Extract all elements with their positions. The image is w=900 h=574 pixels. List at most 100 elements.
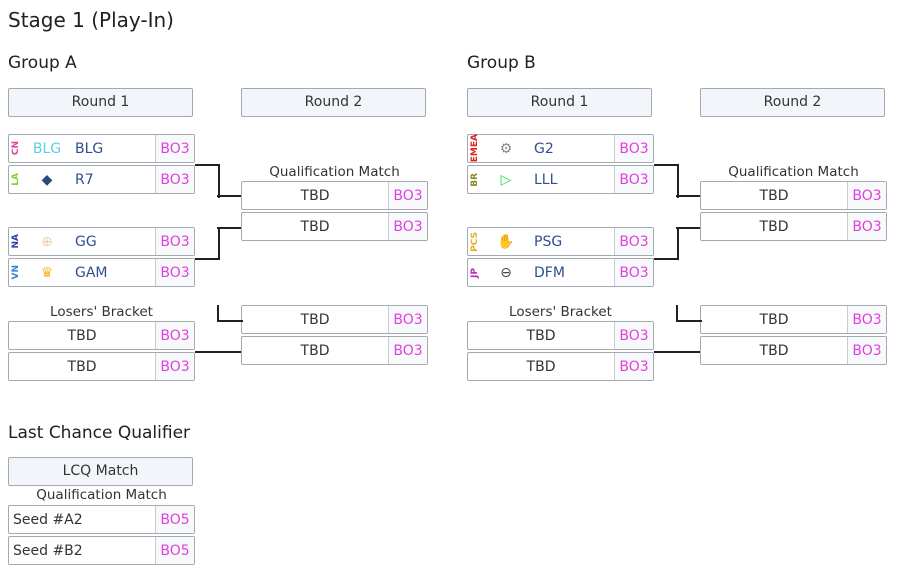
lcq-title: Last Chance Qualifier: [8, 423, 191, 443]
best-of: BO3: [155, 166, 194, 193]
tbd-slot[interactable]: TBD BO3: [8, 321, 195, 350]
region-tag: NA: [11, 234, 21, 249]
team-logo-icon: ⚙: [499, 140, 513, 157]
team-name: TBD: [300, 311, 330, 328]
team-logo-icon: ▷: [500, 171, 512, 188]
page-title: Stage 1 (Play-In): [8, 8, 174, 32]
team-name: TBD: [526, 358, 556, 375]
group_a-round1-header: Round 1: [8, 88, 193, 117]
team-name: TBD: [759, 218, 789, 235]
group_b-round2-header: Round 2: [700, 88, 885, 117]
group_a-round2-header: Round 2: [241, 88, 426, 117]
group_b-title: Group B: [467, 53, 536, 73]
bracket-connector: [195, 164, 220, 198]
group_b-qualification-match: TBD BO3 TBD BO3: [700, 181, 887, 243]
group_a-qualification-match: TBD BO3 TBD BO3: [241, 181, 428, 243]
tbd-slot[interactable]: TBD BO3: [241, 305, 428, 334]
team-name[interactable]: LLL: [534, 171, 558, 188]
best-of: BO3: [155, 135, 194, 162]
tbd-slot[interactable]: TBD BO3: [241, 212, 428, 241]
region-tag: JP: [470, 267, 480, 278]
team-name: TBD: [759, 342, 789, 359]
group_a-losers-label: Losers' Bracket: [50, 304, 153, 320]
best-of: BO3: [388, 306, 427, 333]
region-tag: EMEA: [470, 134, 480, 163]
bracket-connector: [195, 351, 241, 353]
best-of: BO3: [388, 182, 427, 209]
team-name: TBD: [300, 342, 330, 359]
lcq-match: Seed #A2 BO5 Seed #B2 BO5: [8, 505, 195, 567]
region-tag: LA: [11, 173, 21, 186]
best-of: BO3: [614, 259, 653, 286]
team-name[interactable]: PSG: [534, 233, 563, 250]
team-name[interactable]: BLG: [75, 140, 104, 157]
tbd-slot[interactable]: TBD BO3: [467, 321, 654, 350]
best-of: BO3: [155, 353, 194, 380]
group_b-round1-header: Round 1: [467, 88, 652, 117]
region-tag: VN: [11, 265, 21, 280]
seed-name: Seed #B2: [13, 542, 83, 559]
team-slot[interactable]: CN BLG BLG BO3: [8, 134, 195, 163]
best-of: BO3: [155, 322, 194, 349]
bracket-connector: [654, 351, 700, 353]
team-name: TBD: [759, 187, 789, 204]
team-slot[interactable]: PCS ✋ PSG BO3: [467, 227, 654, 256]
region-tag: BR: [470, 172, 480, 187]
bracket-connector: [676, 195, 700, 197]
tbd-slot[interactable]: TBD BO3: [241, 336, 428, 365]
best-of: BO3: [847, 213, 886, 240]
tbd-slot[interactable]: TBD BO3: [700, 212, 887, 241]
group_b-losers-label: Losers' Bracket: [509, 304, 612, 320]
best-of: BO3: [388, 337, 427, 364]
team-name: TBD: [759, 311, 789, 328]
best-of: BO3: [388, 213, 427, 240]
team-name[interactable]: R7: [75, 171, 94, 188]
lcq-slot[interactable]: Seed #A2 BO5: [8, 505, 195, 534]
seed-name: Seed #A2: [13, 511, 83, 528]
region-tag: CN: [11, 141, 21, 156]
lcq-slot[interactable]: Seed #B2 BO5: [8, 536, 195, 565]
team-name[interactable]: GAM: [75, 264, 108, 281]
group_a-round1-match: CN BLG BLG BO3 LA ◆ R7 BO3: [8, 134, 195, 196]
team-name[interactable]: GG: [75, 233, 97, 250]
best-of: BO3: [155, 228, 194, 255]
tbd-slot[interactable]: TBD BO3: [700, 305, 887, 334]
best-of: BO3: [847, 337, 886, 364]
team-name[interactable]: DFM: [534, 264, 565, 281]
team-name: TBD: [67, 327, 97, 344]
best-of: BO3: [614, 228, 653, 255]
team-slot[interactable]: NA ⊕ GG BO3: [8, 227, 195, 256]
team-logo-icon: ⊖: [500, 264, 512, 281]
tbd-slot[interactable]: TBD BO3: [700, 181, 887, 210]
group_a-round2-losers-match: TBD BO3 TBD BO3: [241, 305, 428, 367]
team-slot[interactable]: LA ◆ R7 BO3: [8, 165, 195, 194]
group_a-losers-match: TBD BO3 TBD BO3: [8, 321, 195, 383]
group_b-losers-match: TBD BO3 TBD BO3: [467, 321, 654, 383]
region-tag: PCS: [470, 231, 480, 252]
tbd-slot[interactable]: TBD BO3: [467, 352, 654, 381]
team-slot[interactable]: VN ♛ GAM BO3: [8, 258, 195, 287]
bracket-connector: [654, 227, 679, 260]
team-name[interactable]: G2: [534, 140, 554, 157]
team-name: TBD: [300, 187, 330, 204]
best-of: BO3: [847, 182, 886, 209]
best-of: BO3: [614, 135, 653, 162]
tbd-slot[interactable]: TBD BO3: [8, 352, 195, 381]
best-of: BO5: [155, 537, 194, 564]
group_a-title: Group A: [8, 53, 77, 73]
team-logo-icon: ⊕: [41, 233, 53, 250]
best-of: BO3: [614, 322, 653, 349]
team-logo-icon: BLG: [32, 140, 62, 157]
group_a-qualification-label: Qualification Match: [269, 164, 400, 180]
team-slot[interactable]: EMEA ⚙ G2 BO3: [467, 134, 654, 163]
tbd-slot[interactable]: TBD BO3: [241, 181, 428, 210]
team-slot[interactable]: BR ▷ LLL BO3: [467, 165, 654, 194]
team-logo-icon: ◆: [41, 171, 53, 188]
bracket-connector: [676, 227, 700, 229]
bracket-connector: [217, 227, 241, 229]
team-slot[interactable]: JP ⊖ DFM BO3: [467, 258, 654, 287]
bracket-connector: [217, 195, 241, 197]
best-of: BO3: [614, 353, 653, 380]
tbd-slot[interactable]: TBD BO3: [700, 336, 887, 365]
group_b-round2-losers-match: TBD BO3 TBD BO3: [700, 305, 887, 367]
